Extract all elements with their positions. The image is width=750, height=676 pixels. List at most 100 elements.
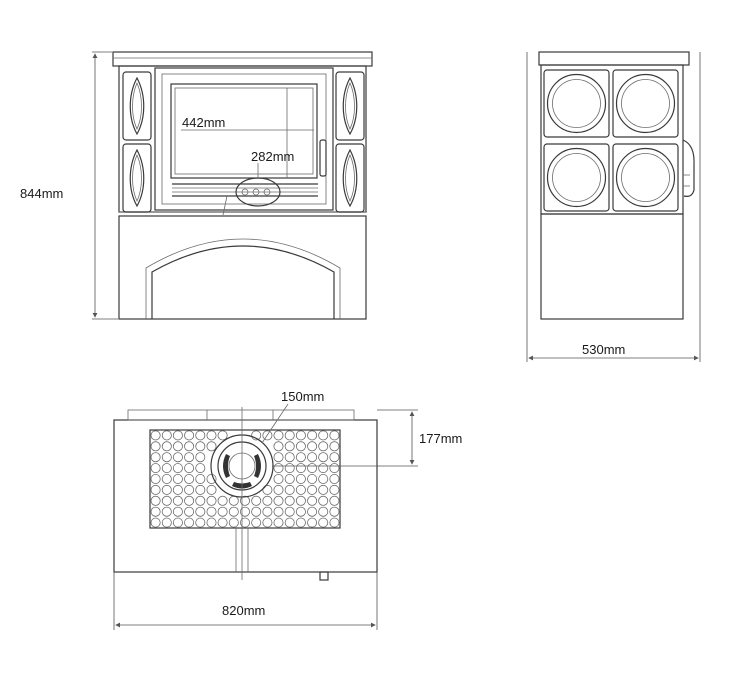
perforation-hole bbox=[284, 441, 295, 452]
perforation-hole bbox=[195, 495, 206, 506]
side-tile-top-left bbox=[543, 69, 610, 138]
perforation-hole bbox=[318, 506, 329, 517]
side-tile-bottom-left bbox=[543, 143, 610, 212]
perforation-hole bbox=[150, 463, 161, 474]
perforation-hole bbox=[239, 506, 250, 517]
perforation-hole bbox=[206, 473, 217, 484]
perforation-hole bbox=[184, 506, 195, 517]
perforation-hole bbox=[284, 452, 295, 463]
front-top-plate bbox=[112, 51, 373, 67]
glass-height-label: 282mm bbox=[251, 149, 294, 164]
perforation-hole bbox=[295, 473, 306, 484]
height-label: 844mm bbox=[20, 186, 63, 201]
door-handle bbox=[319, 139, 327, 177]
perforation-hole bbox=[161, 430, 172, 441]
perforation-hole bbox=[307, 473, 318, 484]
perforation-hole bbox=[150, 517, 161, 528]
perforation-hole bbox=[161, 506, 172, 517]
perforation-hole bbox=[251, 506, 262, 517]
perforation-hole bbox=[262, 484, 273, 495]
perforation-hole bbox=[172, 430, 183, 441]
perforation-hole bbox=[161, 473, 172, 484]
perforation-hole bbox=[206, 517, 217, 528]
side-top-plate bbox=[538, 51, 690, 66]
perforation-hole bbox=[273, 473, 284, 484]
glass-width-label: 442mm bbox=[182, 115, 225, 130]
side-handle bbox=[682, 139, 695, 197]
perforation-hole bbox=[172, 495, 183, 506]
perforation-hole bbox=[172, 463, 183, 474]
perforation-hole bbox=[184, 452, 195, 463]
perforation-hole bbox=[295, 484, 306, 495]
perforation-hole bbox=[295, 517, 306, 528]
perforation-hole bbox=[195, 517, 206, 528]
front-left-tile-top bbox=[122, 71, 152, 141]
perforation-hole bbox=[273, 506, 284, 517]
flue-offset-label: 177mm bbox=[419, 431, 462, 446]
perforation-hole bbox=[262, 506, 273, 517]
perforation-hole bbox=[150, 506, 161, 517]
perforation-hole bbox=[262, 495, 273, 506]
perforation-hole bbox=[295, 430, 306, 441]
perforation-hole bbox=[150, 430, 161, 441]
perforation-hole bbox=[206, 441, 217, 452]
perforation-hole bbox=[161, 441, 172, 452]
perforation-hole bbox=[184, 517, 195, 528]
perforation-hole bbox=[195, 441, 206, 452]
perforation-hole bbox=[217, 517, 228, 528]
perforation-hole bbox=[239, 495, 250, 506]
front-right-tile-top bbox=[335, 71, 365, 141]
perforation-hole bbox=[284, 506, 295, 517]
perforation-hole bbox=[273, 517, 284, 528]
perforation-hole bbox=[184, 441, 195, 452]
perforation-hole bbox=[217, 506, 228, 517]
perforation-hole bbox=[217, 495, 228, 506]
perforation-hole bbox=[318, 517, 329, 528]
perforation-hole bbox=[329, 495, 340, 506]
side-upper-body bbox=[540, 64, 684, 215]
perforation-hole bbox=[172, 473, 183, 484]
perforation-hole bbox=[161, 484, 172, 495]
perforation-hole bbox=[172, 517, 183, 528]
perforation-hole bbox=[184, 495, 195, 506]
perforation-hole bbox=[295, 463, 306, 474]
perforation-hole bbox=[161, 463, 172, 474]
width-label: 820mm bbox=[222, 603, 265, 618]
perforation-hole bbox=[150, 495, 161, 506]
depth-label: 530mm bbox=[582, 342, 625, 357]
perforation-hole bbox=[318, 484, 329, 495]
perforation-hole bbox=[206, 495, 217, 506]
front-left-tile-bottom bbox=[122, 143, 152, 213]
side-base bbox=[540, 213, 684, 320]
perforation-hole bbox=[150, 441, 161, 452]
perforation-hole bbox=[318, 430, 329, 441]
perforation-hole bbox=[307, 495, 318, 506]
perforation-hole bbox=[307, 517, 318, 528]
perforation-hole bbox=[329, 441, 340, 452]
perforation-hole bbox=[295, 495, 306, 506]
front-right-tile-bottom bbox=[335, 143, 365, 213]
perforation-hole bbox=[172, 452, 183, 463]
perforation-hole bbox=[273, 430, 284, 441]
perforation-hole bbox=[195, 430, 206, 441]
front-base bbox=[118, 215, 367, 320]
perforation-hole bbox=[172, 484, 183, 495]
perforation-hole bbox=[307, 441, 318, 452]
perforation-hole bbox=[329, 430, 340, 441]
top-perforated-plate bbox=[149, 429, 341, 529]
perforation-hole bbox=[273, 484, 284, 495]
perforation-hole bbox=[150, 473, 161, 484]
front-base-arch bbox=[151, 245, 335, 319]
perforation-hole bbox=[184, 473, 195, 484]
perforation-hole bbox=[161, 495, 172, 506]
perforation-hole bbox=[329, 506, 340, 517]
perforation-holes bbox=[150, 430, 340, 528]
perforation-hole bbox=[307, 506, 318, 517]
side-view bbox=[526, 51, 701, 362]
perforation-hole bbox=[206, 484, 217, 495]
perforation-hole bbox=[161, 452, 172, 463]
perforation-hole bbox=[206, 430, 217, 441]
perforation-hole bbox=[206, 506, 217, 517]
perforation-hole bbox=[307, 430, 318, 441]
perforation-hole bbox=[318, 441, 329, 452]
